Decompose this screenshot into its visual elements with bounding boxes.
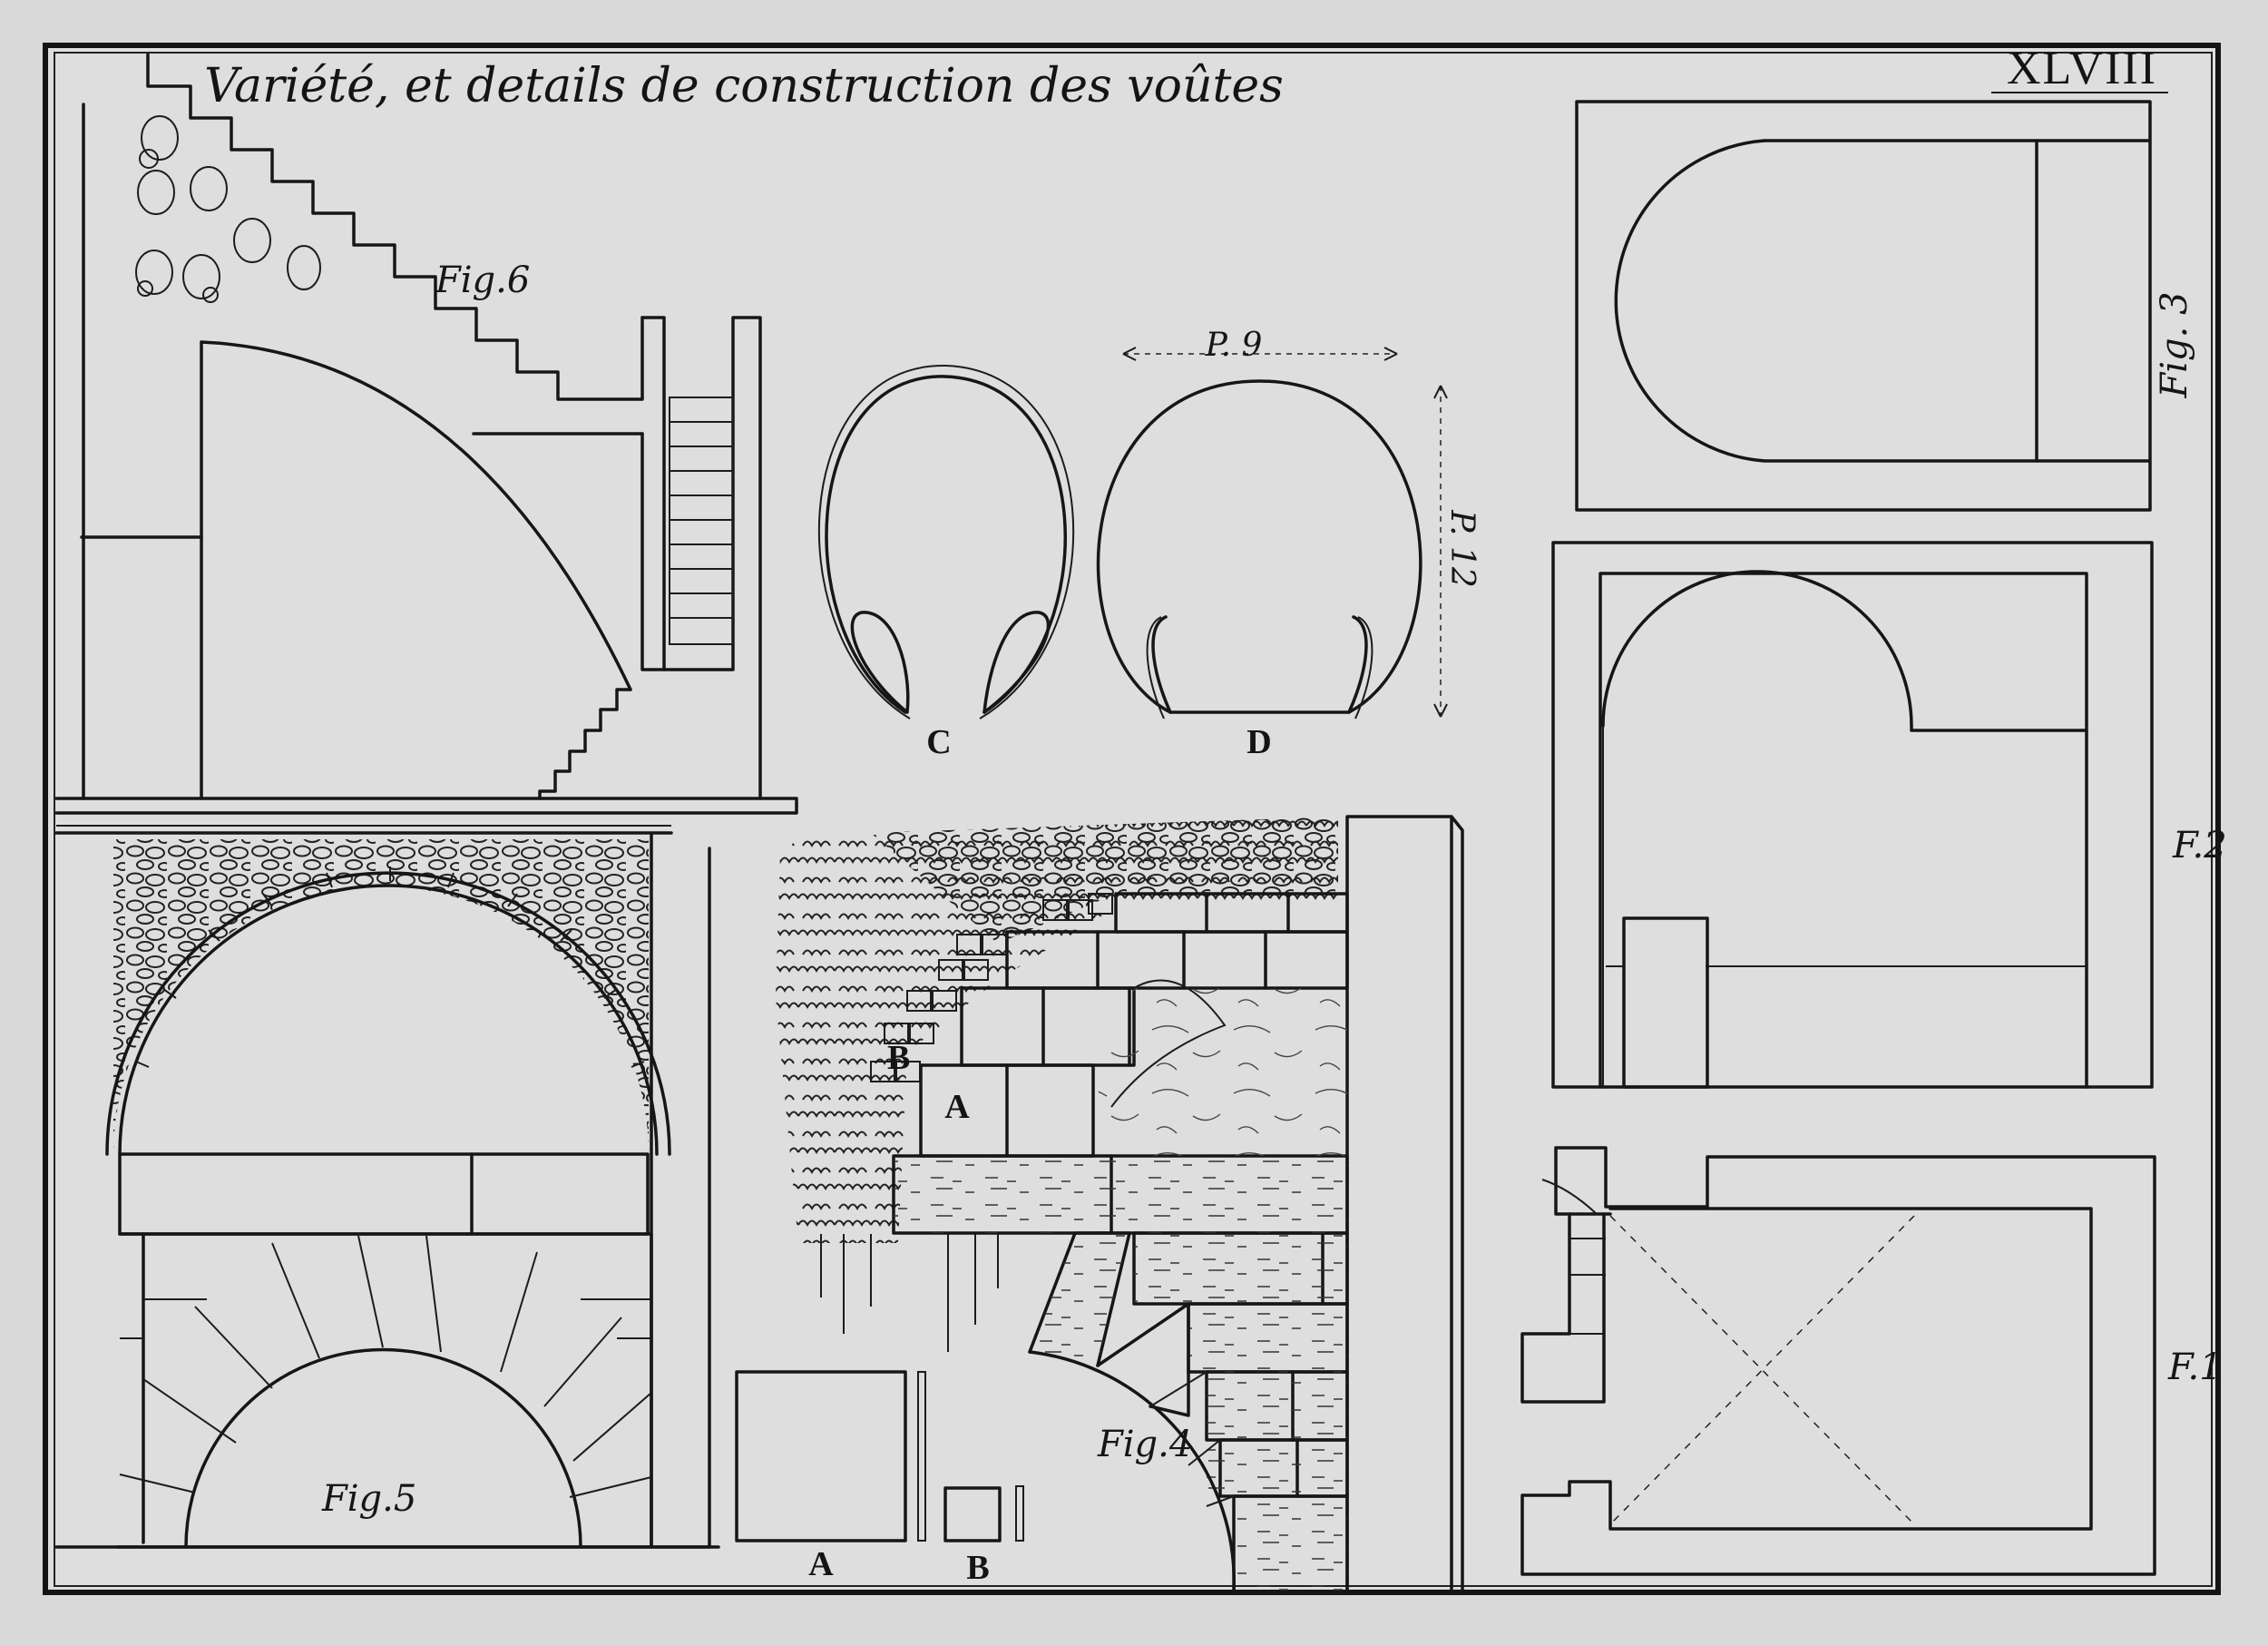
plate-frame [43,43,2221,1595]
figure-4-masonry-wall: B A Fig.4 A B [735,815,1464,1594]
label-d: D [1246,723,1271,761]
people-sketch [135,115,321,303]
detail-a-block [735,1370,907,1542]
label-a-detail: A [808,1545,834,1583]
dimension-height-label: P. 12 [1443,509,1481,588]
figure-2-label: F.2 [2172,825,2227,867]
figure-d-horseshoe-plan: D [1096,379,1422,761]
plate-number: XLVIII [2007,43,2157,94]
foliage-fill [776,817,1338,1243]
figure-3-plan: Fig. 3 [1575,100,2195,512]
dimension-lines: P. 9 P. 12 [1122,327,1481,718]
figure-2-section: F.2 [1551,541,2227,1089]
figure-5-label: Fig.5 [321,1478,416,1520]
dimension-width-label: P. 9 [1205,327,1263,364]
figure-5-arch-elevation: Fig.5 [54,825,720,1549]
label-c: C [926,723,951,761]
figure-c-horseshoe-plan: C [817,364,1075,761]
figure-4-label: Fig.4 [1097,1424,1192,1465]
detail-b-block [943,1486,1002,1542]
figure-6-staircase-section: Fig.6 [54,53,798,815]
label-b-detail: B [966,1549,989,1587]
label-a-wall: A [944,1088,970,1126]
plate-title: Variété, et details de construction des … [204,59,1284,113]
figure-3-label: Fig. 3 [2154,291,2195,398]
label-b-wall: B [887,1039,910,1077]
figure-1-label: F.1 [2167,1346,2223,1388]
figure-6-label: Fig.6 [435,259,530,301]
figure-1-plan: F.1 [1520,1146,2223,1576]
